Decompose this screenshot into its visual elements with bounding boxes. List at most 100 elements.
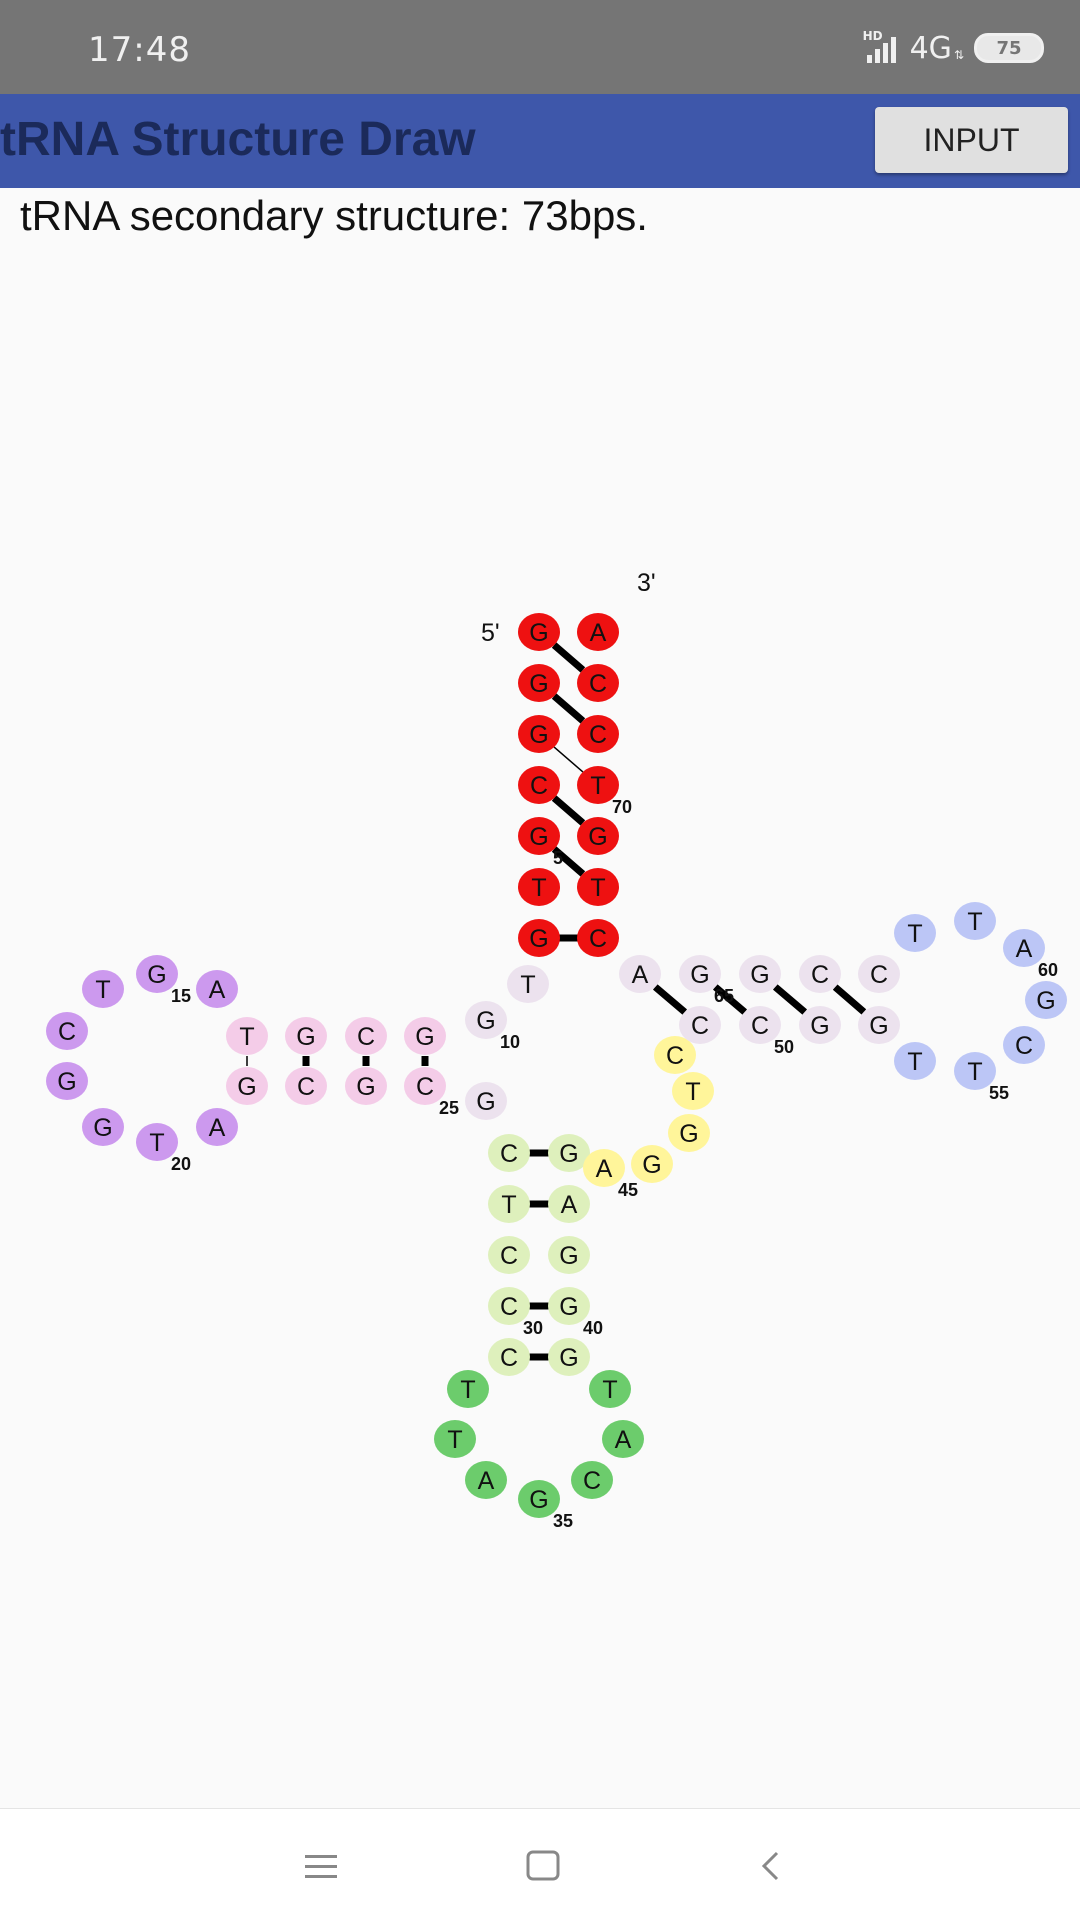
nucleotide: G bbox=[548, 1236, 590, 1274]
nucleotide: C bbox=[739, 1006, 781, 1044]
nucleotide: C bbox=[285, 1067, 327, 1105]
nucleotide: A bbox=[196, 970, 238, 1008]
nucleotide-base: G bbox=[237, 1073, 256, 1101]
nucleotide-base: G bbox=[356, 1073, 375, 1101]
nucleotide-circle bbox=[739, 1006, 781, 1044]
nucleotide-circle bbox=[46, 1012, 88, 1050]
nucleotide: T bbox=[82, 970, 124, 1008]
app-title: tRNA Structure Draw bbox=[0, 113, 476, 166]
nucleotide-circle bbox=[654, 1036, 696, 1074]
nucleotide-circle bbox=[1003, 929, 1045, 967]
nucleotide-base: C bbox=[500, 1293, 518, 1321]
data-arrows-icon: ⇅ bbox=[953, 48, 964, 62]
nucleotide-circle bbox=[82, 970, 124, 1008]
nucleotide-base: G bbox=[750, 961, 769, 989]
position-number: 60 bbox=[1038, 960, 1058, 980]
five-prime-label: 5' bbox=[481, 619, 500, 647]
nucleotide-circle bbox=[518, 817, 560, 855]
nucleotide-base: T bbox=[447, 1426, 462, 1454]
base-pair-bond bbox=[551, 693, 586, 724]
nucleotide-base: C bbox=[589, 925, 607, 953]
nucleotide: G bbox=[1025, 981, 1067, 1019]
nucleotide-base: A bbox=[209, 1114, 226, 1142]
base-pair-bond bbox=[652, 984, 688, 1015]
nucleotide: G bbox=[548, 1338, 590, 1376]
nucleotide-base: G bbox=[296, 1023, 315, 1051]
nucleotide-circle bbox=[488, 1236, 530, 1274]
nucleotide: G bbox=[548, 1287, 590, 1325]
nucleotide-base: G bbox=[642, 1151, 661, 1179]
position-number: 30 bbox=[523, 1318, 543, 1338]
nucleotide-base: C bbox=[589, 670, 607, 698]
nucleotide-circle bbox=[548, 1185, 590, 1223]
nucleotide: G bbox=[548, 1134, 590, 1172]
nucleotide-base: A bbox=[1016, 935, 1033, 963]
nucleotide: T bbox=[589, 1370, 631, 1408]
nucleotide: G bbox=[518, 817, 560, 855]
base-pair-bond bbox=[832, 984, 867, 1015]
position-number: 25 bbox=[439, 1098, 459, 1118]
nucleotide-circle bbox=[679, 955, 721, 993]
nucleotide-base: C bbox=[416, 1073, 434, 1101]
base-pair-bond bbox=[772, 984, 808, 1015]
nucleotide-base: G bbox=[529, 619, 548, 647]
nucleotide-base: G bbox=[529, 823, 548, 851]
nucleotide-circle bbox=[679, 1006, 721, 1044]
signal-icon: HD bbox=[863, 29, 896, 63]
nucleotide-base: A bbox=[590, 619, 607, 647]
input-button[interactable]: INPUT bbox=[875, 107, 1068, 173]
nucleotide: T bbox=[954, 902, 996, 940]
position-number: 20 bbox=[171, 1154, 191, 1174]
position-number: 50 bbox=[774, 1037, 794, 1057]
nucleotide-base: G bbox=[690, 961, 709, 989]
nucleotide-base: T bbox=[602, 1376, 617, 1404]
nucleotide-circle bbox=[226, 1067, 268, 1105]
nucleotide: G bbox=[799, 1006, 841, 1044]
nucleotide: C bbox=[679, 1006, 721, 1044]
nucleotide: T bbox=[894, 1042, 936, 1080]
nucleotide-circle bbox=[46, 1062, 88, 1100]
nucleotide-base: G bbox=[476, 1007, 495, 1035]
position-number: 35 bbox=[553, 1511, 573, 1531]
nucleotide: C bbox=[571, 1461, 613, 1499]
menu-icon[interactable] bbox=[286, 1831, 356, 1901]
status-icons: HD 4G ⇅ 75 bbox=[863, 28, 1044, 68]
nucleotide-circle bbox=[465, 1461, 507, 1499]
nucleotide: T bbox=[488, 1185, 530, 1223]
nucleotide: C bbox=[404, 1067, 446, 1105]
nucleotide-base: G bbox=[869, 1012, 888, 1040]
nucleotide: G bbox=[518, 664, 560, 702]
nucleotide: G bbox=[518, 715, 560, 753]
nucleotide-base: C bbox=[500, 1242, 518, 1270]
nucleotide-base: C bbox=[870, 961, 888, 989]
nucleotide: T bbox=[577, 868, 619, 906]
nucleotide: G bbox=[285, 1017, 327, 1055]
nucleotide-circle bbox=[577, 817, 619, 855]
nucleotide: T bbox=[954, 1052, 996, 1090]
nucleotide-base: T bbox=[967, 908, 982, 936]
nucleotide: G bbox=[465, 1001, 507, 1039]
nucleotide-circle bbox=[619, 955, 661, 993]
home-icon[interactable] bbox=[508, 1831, 578, 1901]
nucleotide: A bbox=[1003, 929, 1045, 967]
nucleotide-base: G bbox=[93, 1114, 112, 1142]
nucleotide-base: G bbox=[57, 1068, 76, 1096]
nucleotide-circle bbox=[954, 1052, 996, 1090]
nucleotide: A bbox=[577, 613, 619, 651]
nucleotide: A bbox=[465, 1461, 507, 1499]
nucleotide: G bbox=[345, 1067, 387, 1105]
nucleotide-circle bbox=[1025, 981, 1067, 1019]
nucleotide: G bbox=[858, 1006, 900, 1044]
nucleotide-circle bbox=[548, 1134, 590, 1172]
status-bar: 17:48 HD 4G ⇅ 75 bbox=[0, 0, 1080, 94]
nucleotide-circle bbox=[858, 1006, 900, 1044]
nucleotide-base: C bbox=[583, 1467, 601, 1495]
nucleotide-circle bbox=[1003, 1026, 1045, 1064]
nucleotide-circle bbox=[548, 1338, 590, 1376]
nucleotide-base: G bbox=[1036, 987, 1055, 1015]
nucleotide: A bbox=[548, 1185, 590, 1223]
nucleotide-base: G bbox=[529, 670, 548, 698]
back-icon[interactable] bbox=[736, 1831, 806, 1901]
nucleotide-base: T bbox=[239, 1023, 254, 1051]
